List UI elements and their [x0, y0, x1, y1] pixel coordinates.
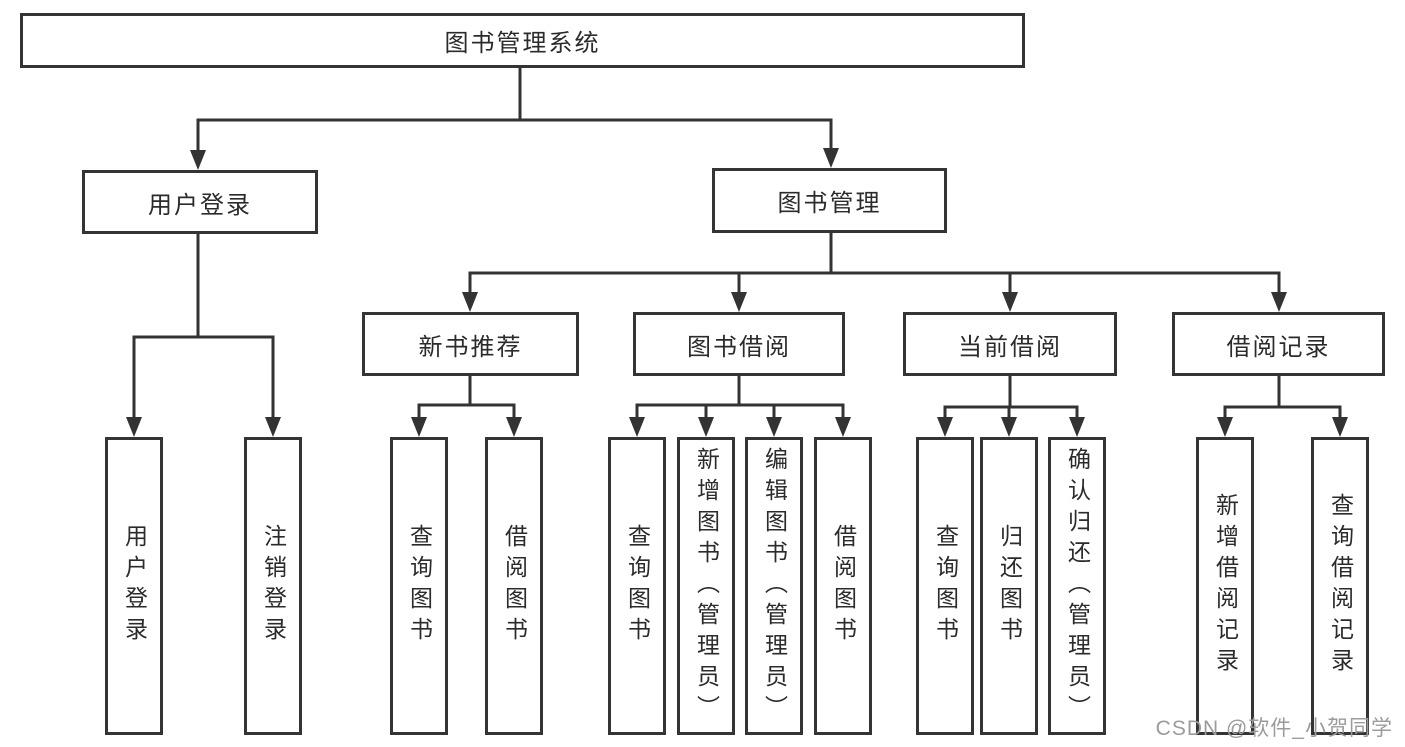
leaf-query-borrow-record: 查询借阅记录: [1311, 437, 1369, 735]
node-current-borrowing: 当前借阅: [903, 312, 1117, 376]
node-book-management: 图书管理: [712, 168, 947, 233]
node-library-management-system: 图书管理系统: [20, 13, 1025, 68]
leaf-query-books-current: 查询图书: [916, 437, 974, 735]
leaf-query-books-recommend: 查询图书: [390, 437, 448, 735]
leaf-confirm-return-admin: 确认归还（管理员）: [1048, 437, 1106, 735]
leaf-borrow-books-borrowing: 借阅图书: [814, 437, 872, 735]
leaf-query-books-borrowing: 查询图书: [608, 437, 666, 735]
leaf-user-login: 用户登录: [105, 437, 163, 735]
leaf-logout: 注销登录: [244, 437, 302, 735]
watermark: CSDN @软件_小贺同学: [1155, 717, 1393, 740]
node-borrowing-records: 借阅记录: [1172, 312, 1385, 376]
leaf-add-books-admin: 新增图书（管理员）: [677, 437, 735, 735]
leaf-add-borrow-record: 新增借阅记录: [1196, 437, 1254, 735]
leaf-return-books: 归还图书: [980, 437, 1038, 735]
leaf-edit-books-admin: 编辑图书（管理员）: [745, 437, 803, 735]
node-book-borrowing: 图书借阅: [633, 312, 845, 376]
leaf-borrow-books-recommend: 借阅图书: [485, 437, 543, 735]
node-user-login: 用户登录: [82, 170, 318, 234]
node-new-book-recommend: 新书推荐: [362, 312, 579, 376]
